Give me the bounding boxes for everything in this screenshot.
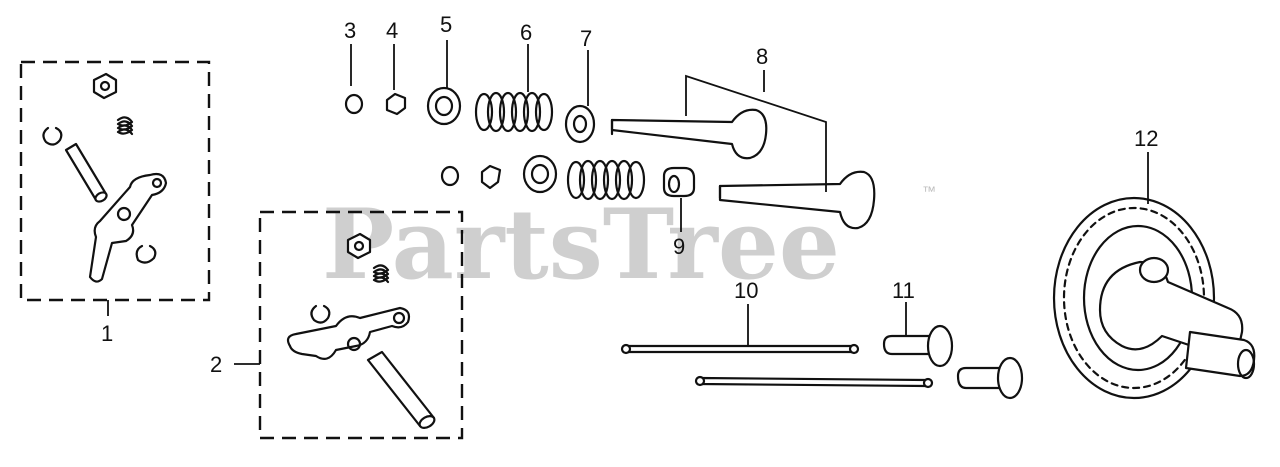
part-12-camshaft-gear-icon[interactable] [1052,196,1256,400]
part-9-valve-stem-seal-icon[interactable] [662,166,696,198]
part-6-valve-spring-icon[interactable] [474,91,646,201]
part-3-valve-keeper-icon[interactable] [344,93,460,187]
callout-6: 6 [520,20,532,45]
callout-12: 12 [1134,126,1158,151]
callout-8: 8 [756,44,768,69]
callout-4: 4 [386,18,398,43]
part-7-spring-seat-icon[interactable] [564,104,596,144]
callout-3: 3 [344,18,356,43]
part-1-rocker-arm-assembly-icon[interactable] [19,60,211,302]
part-11-tappet-icon[interactable] [882,324,1024,400]
callout-5: 5 [440,12,452,37]
part-2-rocker-arm-assembly-icon[interactable] [258,210,464,440]
part-5-spring-retainer-icon[interactable] [426,86,558,194]
callout-2: 2 [210,352,222,377]
part-10-push-rod-icon[interactable] [620,343,934,389]
callout-10: 10 [734,278,758,303]
callout-1: 1 [101,321,113,346]
watermark-trademark: ™ [922,183,936,199]
part-8-valve-icon[interactable] [610,108,876,230]
watermark-text: PartsTree [322,188,840,301]
callout-9: 9 [673,234,685,259]
callout-11: 11 [892,278,915,303]
part-4-valve-collet-icon[interactable] [385,92,502,190]
callout-7: 7 [580,26,592,51]
